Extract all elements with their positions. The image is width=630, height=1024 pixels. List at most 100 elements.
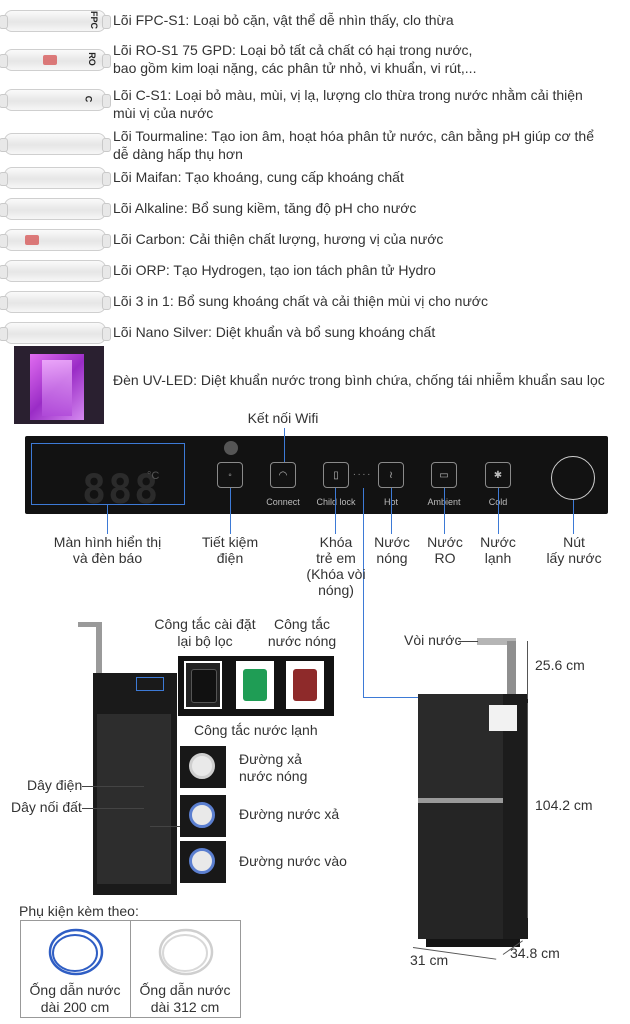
cold-switch-label: Công tắc nước lạnh bbox=[194, 722, 318, 738]
front-base bbox=[426, 939, 520, 947]
cartridge-image bbox=[0, 167, 111, 189]
cartridge-image bbox=[0, 291, 111, 313]
sensor-dot bbox=[224, 441, 238, 455]
switch-callout-box bbox=[136, 677, 164, 691]
childlock-line1: Khóa bbox=[319, 534, 353, 550]
childlock-line4: nóng) bbox=[318, 582, 354, 598]
filter-label: Lõi C-S1: Loại bỏ màu, mùi, vị lạ, lượng… bbox=[113, 87, 583, 103]
display-connector-line bbox=[107, 505, 108, 534]
drain-pointer-line bbox=[150, 826, 180, 827]
dim-depth-label: 34.8 cm bbox=[510, 945, 560, 961]
eco-label-line2: điện bbox=[216, 550, 244, 566]
dispense-desc: Nút lấy nước bbox=[536, 534, 612, 566]
cold-line2: lạnh bbox=[484, 550, 512, 566]
panel-to-unit-line-v bbox=[363, 488, 364, 697]
snowflake-icon: ✱ bbox=[493, 469, 503, 481]
display-label: Màn hình hiển thị và đèn báo bbox=[40, 534, 175, 566]
ro-connector-line bbox=[444, 488, 445, 534]
connect-label: Connect bbox=[266, 497, 300, 507]
dispense-button[interactable] bbox=[551, 456, 595, 500]
cartridge-code: FPC bbox=[89, 11, 99, 29]
filter-label: Lõi RO-S1 75 GPD: Loại bỏ tất cả chất có… bbox=[113, 42, 473, 58]
wifi-label: Kết nối Wifi bbox=[247, 410, 319, 426]
faucet-pointer bbox=[458, 641, 478, 642]
uv-led-label: Đèn UV-LED: Diệt khuẩn nước trong bình c… bbox=[113, 372, 605, 388]
wifi-connector-line bbox=[284, 428, 285, 462]
eco-connector-line bbox=[230, 488, 231, 534]
hot-drain-line1: Đường xả bbox=[239, 751, 302, 767]
faucet-spout bbox=[477, 638, 516, 645]
child-lock-button[interactable]: ▯ bbox=[323, 462, 349, 488]
display-label-line1: Màn hình hiển thị bbox=[53, 534, 162, 550]
dots-divider: .... bbox=[353, 467, 373, 478]
white-tube-image bbox=[158, 928, 214, 976]
filter-label-line2: bao gồm kim loại nặng, các phân tử nhỏ, … bbox=[113, 60, 477, 76]
uv-led-image bbox=[14, 346, 104, 424]
faucet-label: Vòi nước bbox=[404, 632, 462, 648]
filter-label: Lõi 3 in 1: Bổ sung khoáng chất và cải t… bbox=[113, 293, 488, 309]
childlock-desc: Khóa trẻ em (Khóa vòi nóng) bbox=[296, 534, 376, 598]
accessories-divider bbox=[130, 920, 131, 1018]
blue-tube-image bbox=[48, 928, 104, 976]
leaf-icon: ◦ bbox=[228, 469, 232, 481]
cartridge-code: C bbox=[83, 95, 94, 103]
drain-port bbox=[180, 795, 226, 837]
display-unit: °C bbox=[147, 470, 160, 482]
eco-label-line1: Tiết kiệm bbox=[201, 534, 259, 550]
hot-water-switch[interactable] bbox=[286, 661, 324, 709]
hot-desc: Nước nóng bbox=[366, 534, 418, 566]
hot-label: Hot bbox=[356, 497, 426, 507]
wifi-icon: ◠ bbox=[278, 469, 288, 481]
accessories-title: Phụ kiện kèm theo: bbox=[19, 903, 139, 919]
back-faucet-pipe bbox=[96, 624, 102, 676]
cartridge-image bbox=[0, 133, 111, 155]
cartridge-image bbox=[0, 322, 111, 344]
front-trim-band bbox=[418, 798, 528, 803]
dispense-line1: Nút bbox=[563, 534, 585, 550]
power-cord-label: Dây điện bbox=[27, 777, 83, 793]
faucet-column bbox=[507, 641, 516, 697]
filter-label: Lõi FPC-S1: Loại bỏ cặn, vật thể dễ nhìn… bbox=[113, 12, 454, 28]
front-side-panel bbox=[503, 694, 528, 939]
accessory-white-line1: Ống dẫn nước bbox=[139, 982, 231, 998]
inlet-port bbox=[180, 841, 226, 883]
dispense-line2: lấy nước bbox=[546, 550, 602, 566]
filter-label: Lõi Carbon: Cải thiện chất lượng, hương … bbox=[113, 231, 444, 247]
cartridge-image bbox=[0, 260, 111, 282]
hot-drain-line2: nước nóng bbox=[239, 768, 308, 784]
connect-button[interactable]: ◠ bbox=[270, 462, 296, 488]
ground-wire-line bbox=[82, 808, 144, 809]
dispense-connector-line bbox=[573, 500, 574, 534]
glass-icon: ▭ bbox=[439, 469, 449, 481]
display-label-line2: và đèn báo bbox=[72, 550, 143, 566]
eco-button[interactable]: ◦ bbox=[217, 462, 243, 488]
display-highlight bbox=[31, 443, 185, 505]
cartridge-image: RO bbox=[0, 49, 111, 71]
cold-line1: Nước bbox=[480, 534, 516, 550]
reset-switch-line2: lại bộ lọc bbox=[177, 633, 233, 649]
hot-line2: nóng bbox=[376, 550, 408, 566]
hot-button[interactable]: ≀ bbox=[378, 462, 404, 488]
cold-water-switch[interactable] bbox=[236, 661, 274, 709]
eco-label: Tiết kiệm điện bbox=[190, 534, 270, 566]
childlock-line2: trẻ em bbox=[316, 550, 356, 566]
hot-line1: Nước bbox=[374, 534, 410, 550]
cartridge-code: RO bbox=[86, 52, 97, 66]
cold-label: Cold bbox=[463, 497, 533, 507]
filter-label: Lõi Alkaline: Bổ sung kiềm, tăng độ pH c… bbox=[113, 200, 417, 216]
ambient-button[interactable]: ▭ bbox=[431, 462, 457, 488]
reset-filter-switch[interactable] bbox=[184, 661, 222, 709]
hot-switch-line2: nước nóng bbox=[267, 633, 337, 649]
hot-switch-line1: Công tắc bbox=[273, 616, 331, 632]
inlet-label: Đường nước vào bbox=[239, 853, 347, 869]
panel-to-unit-line-h bbox=[363, 697, 418, 698]
flame-icon: ≀ bbox=[389, 469, 393, 481]
cold-desc: Nước lạnh bbox=[472, 534, 524, 566]
filter-label-line2: mùi vị của nước bbox=[113, 105, 214, 121]
hot-connector-line bbox=[391, 488, 392, 534]
ro-desc: Nước RO bbox=[419, 534, 471, 566]
filter-label: Lõi Maifan: Tạo khoáng, cung cấp khoáng … bbox=[113, 169, 404, 185]
cold-button[interactable]: ✱ bbox=[485, 462, 511, 488]
childlock-line3: (Khóa vòi bbox=[306, 566, 366, 582]
cartridge-image: C bbox=[0, 89, 111, 111]
